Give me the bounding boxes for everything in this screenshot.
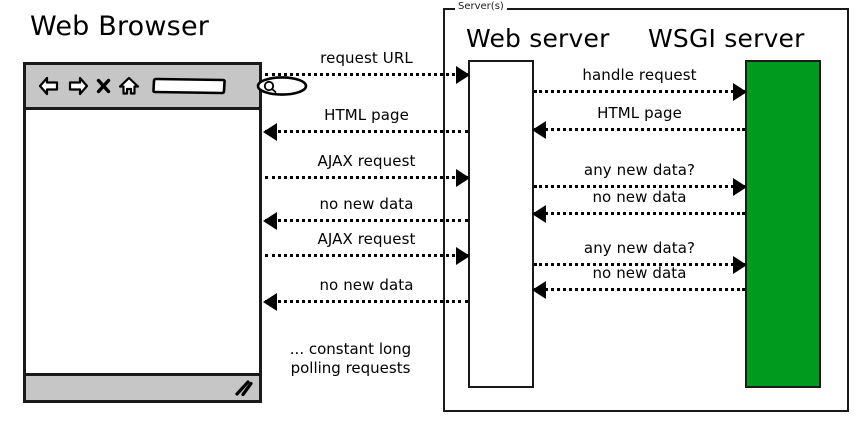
message-server-html-page: HTML page [532,97,745,139]
arrow-left-icon [532,121,546,139]
arrow-right-icon [733,256,747,274]
message-label: no new data [319,276,414,294]
arrow-left-icon [532,281,546,299]
wsgi-server-title: WSGI server [648,24,805,53]
address-bar[interactable] [151,76,227,96]
message-line [265,130,468,133]
message-line [265,300,468,303]
arrow-left-icon [532,205,546,223]
message-server-handle-request: handle request [534,59,747,101]
message-line [534,212,745,215]
forward-arrow-icon[interactable] [67,76,89,96]
browser-window [23,62,308,403]
message-server-no-new-data-2: no new data [532,257,745,299]
polling-note-line-1: ... constant long [289,340,412,358]
browser-viewport [26,110,259,373]
message-label: no new data [592,264,687,282]
message-label: no new data [592,188,687,206]
message-browser-ajax-request-1: AJAX request [265,145,470,187]
message-label: any new data? [583,239,696,257]
back-arrow-icon[interactable] [38,76,60,96]
message-label: AJAX request [317,152,416,170]
arrow-right-icon [733,83,747,101]
stop-close-icon[interactable] [96,77,111,95]
arrow-right-icon [733,178,747,196]
wsgi-server-lifeline [745,60,821,388]
message-line [534,185,745,188]
polling-note-line-2: polling requests [290,359,411,377]
message-label: request URL [320,49,413,67]
message-label: HTML page [597,104,682,122]
arrow-left-icon [263,123,277,141]
message-server-any-new-data-1: any new data? [534,154,747,196]
message-line [534,90,745,93]
home-icon[interactable] [118,76,140,96]
arrow-left-icon [263,212,277,230]
server-group-box [443,8,849,412]
server-group-label: Server(s) [455,1,507,13]
polling-note: ... constant long polling requests [263,340,438,378]
message-line [265,219,468,222]
message-label: HTML page [324,106,409,124]
message-line [534,288,745,291]
message-browser-no-new-data-1: no new data [263,188,468,230]
arrow-right-icon [456,66,470,84]
arrow-right-icon [456,169,470,187]
message-label: AJAX request [317,230,416,248]
browser-toolbar [26,65,308,110]
message-server-any-new-data-2: any new data? [534,232,747,274]
message-server-no-new-data-1: no new data [532,181,745,223]
message-browser-html-page: HTML page [263,99,468,141]
message-label: no new data [319,195,414,213]
message-line [265,73,468,76]
arrow-right-icon [456,247,470,265]
web-server-lifeline [468,60,534,388]
message-line [265,176,468,179]
browser-title: Web Browser [30,11,210,42]
message-label: any new data? [583,161,696,179]
arrow-left-icon [263,293,277,311]
web-server-title: Web server [466,24,610,53]
message-line [265,254,468,257]
message-label: handle request [582,66,697,84]
message-browser-no-new-data-2: no new data [263,269,468,311]
search-box[interactable] [256,75,308,97]
message-line [534,263,745,266]
message-browser-ajax-request-2: AJAX request [265,223,470,265]
message-browser-request-url: request URL [265,42,470,84]
resize-grip-icon[interactable] [233,380,253,400]
browser-status-bar [26,373,259,400]
message-line [534,128,745,131]
